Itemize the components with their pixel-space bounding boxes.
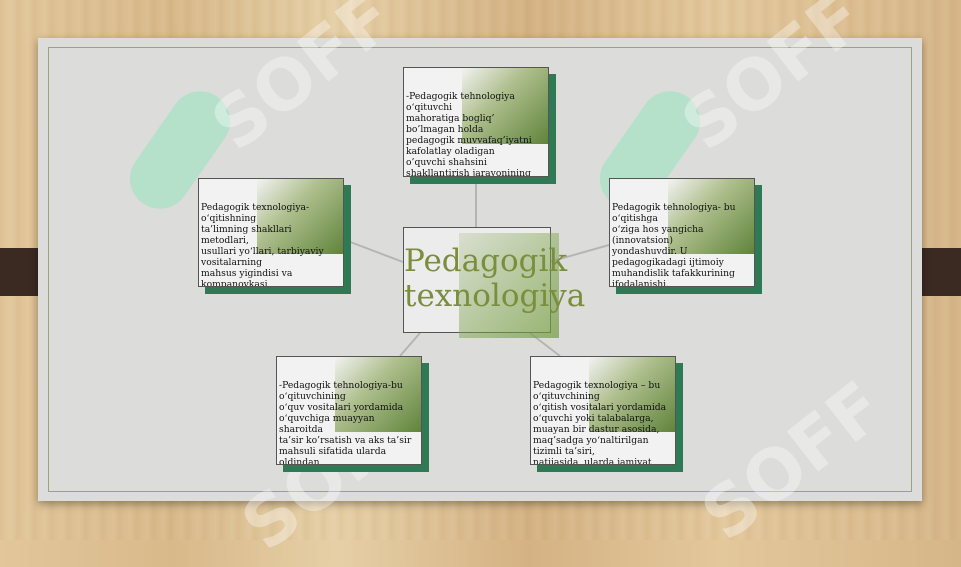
central-topic-title: Pedagogik texnologiya <box>404 243 586 314</box>
definition-box-faberman: Pedagogik tehnologiya- bu o‘qitishga o‘z… <box>609 178 755 287</box>
definition-box-bespalko: -Pedagogik tehnologiya o‘qituvchi mahora… <box>403 67 549 177</box>
definition-text: -Pedagogik tehnologiya-bu o‘qituvchining… <box>279 380 412 465</box>
definition-text: Pedagogik texnologiya – bu o‘qituvchinin… <box>533 380 667 465</box>
definition-box-saidahmedov: -Pedagogik tehnologiya-bu o‘qituvchining… <box>276 356 422 465</box>
central-topic-box: Pedagogik texnologiya <box>403 227 585 338</box>
definition-text: Pedagogik texnologiya-o‘qitishning ta’li… <box>201 202 324 287</box>
definition-box-lixachev: Pedagogik texnologiya-o‘qitishning ta’li… <box>198 178 344 287</box>
definition-text: Pedagogik tehnologiya- bu o‘qitishga o‘z… <box>612 202 736 287</box>
board-frame <box>48 47 912 492</box>
definition-text: -Pedagogik tehnologiya o‘qituvchi mahora… <box>406 91 532 177</box>
definition-box-ziyomuhammedov: Pedagogik texnologiya – bu o‘qituvchinin… <box>530 356 676 465</box>
